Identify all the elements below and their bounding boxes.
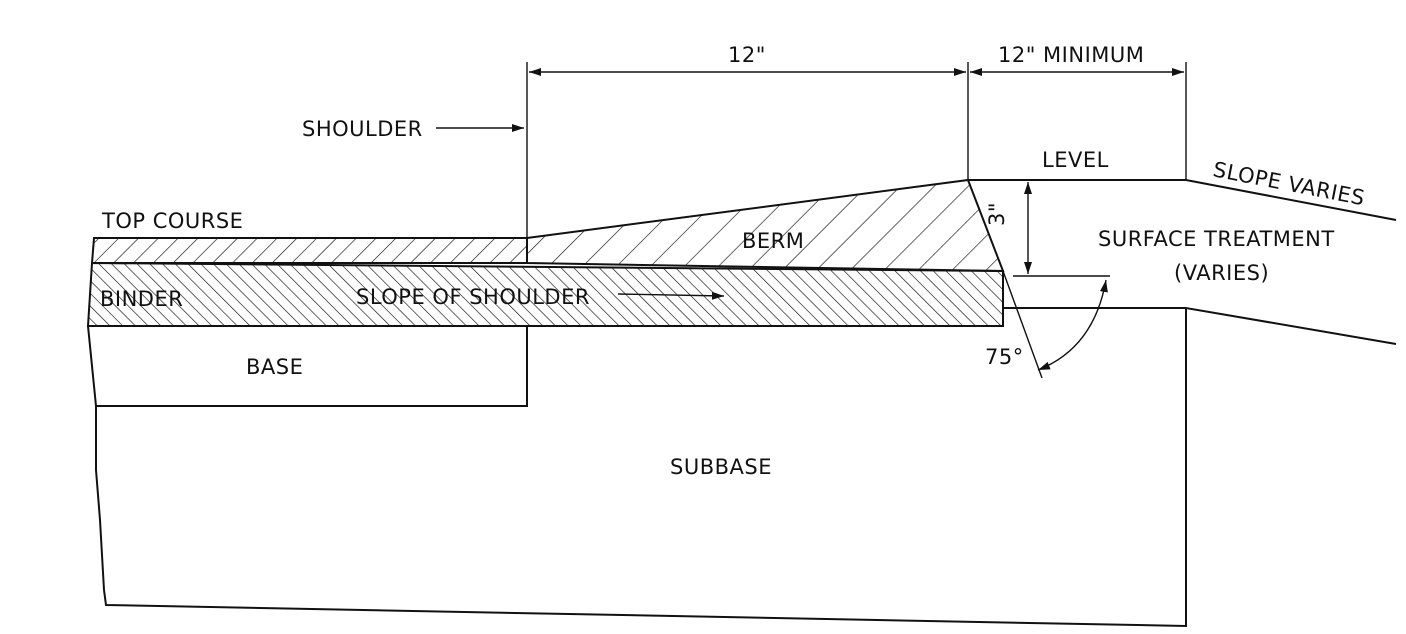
slope-varies-label: SLOPE VARIES	[1211, 157, 1367, 210]
angle-label: 75°	[985, 345, 1024, 369]
shoulder-label: SHOULDER	[302, 117, 423, 141]
berm-label: BERM	[742, 229, 804, 253]
base-label: BASE	[246, 355, 303, 379]
base-layer	[87, 325, 528, 407]
top-course-label: TOP COURSE	[101, 209, 243, 233]
angle-arc	[1037, 279, 1108, 371]
top-course-layer	[90, 237, 528, 264]
subbase-label: SUBBASE	[670, 455, 772, 479]
subbase-outline	[95, 306, 1397, 628]
binder-layer	[86, 261, 1004, 327]
slope-of-shoulder-label: SLOPE OF SHOULDER	[356, 285, 590, 309]
binder-label: BINDER	[100, 287, 183, 311]
surface-treatment-label: SURFACE TREATMENT	[1098, 227, 1335, 251]
varies-label: (VARIES)	[1174, 261, 1269, 285]
berm-layer	[526, 178, 1005, 273]
level-label: LEVEL	[1042, 148, 1109, 172]
slope-of-shoulder-arrow	[617, 291, 725, 300]
dimension-minimum-label: 12" MINIMUM	[998, 43, 1144, 67]
dimension-3-label: 3"	[985, 202, 1009, 226]
dimension-12-label: 12"	[728, 43, 766, 67]
angle-ray	[1002, 270, 1043, 379]
